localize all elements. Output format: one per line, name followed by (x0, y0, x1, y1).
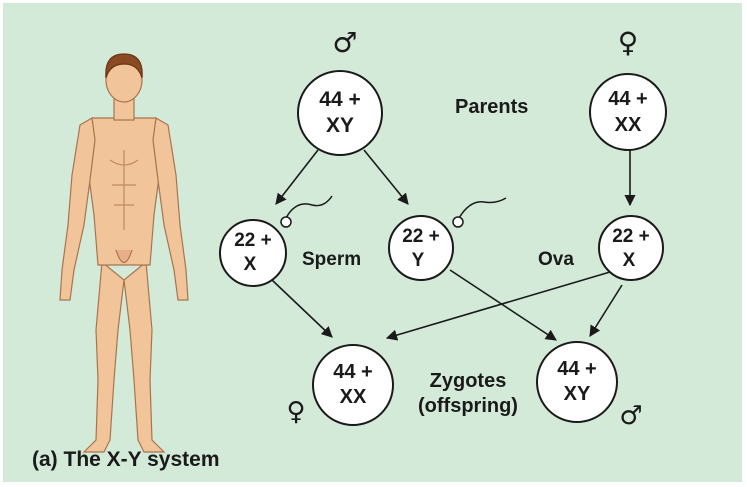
ovum-line2: X (623, 250, 636, 271)
father-cell-line2: XY (326, 114, 354, 137)
female-symbol-icon: ♀ (618, 26, 639, 59)
zygotes-label: Zygotes (430, 370, 507, 392)
figure-caption: (a) The X-Y system (32, 448, 220, 471)
sperm-y-line2: Y (412, 250, 425, 271)
male-symbol-icon: ♂ (332, 26, 357, 59)
male-symbol-icon: ♂ (619, 401, 642, 431)
zygote-xx-line1: 44 + (333, 361, 372, 383)
father-cell-line1: 44 + (319, 88, 360, 111)
zygote-xy-line1: 44 + (557, 358, 596, 380)
female-symbol-icon: ♀ (286, 397, 305, 427)
sperm-y-line1: 22 + (402, 226, 440, 247)
sperm-x-line2: X (244, 254, 257, 275)
zygote-xy-cell (537, 342, 617, 422)
ovum-line1: 22 + (612, 226, 650, 247)
mother-cell-line2: XX (615, 114, 642, 136)
zygote-xx-cell (313, 345, 393, 425)
ova-label: Ova (538, 249, 574, 270)
sperm-label: Sperm (302, 249, 361, 270)
mother-cell (590, 74, 666, 150)
zygote-xx-line2: XX (340, 386, 367, 408)
zygote-xy-line2: XY (564, 383, 591, 405)
offspring-label: (offspring) (418, 395, 518, 417)
mother-cell-line1: 44 + (608, 88, 647, 110)
father-cell (298, 71, 382, 155)
sperm-x-line1: 22 + (234, 230, 272, 251)
parents-label: Parents (455, 96, 528, 118)
